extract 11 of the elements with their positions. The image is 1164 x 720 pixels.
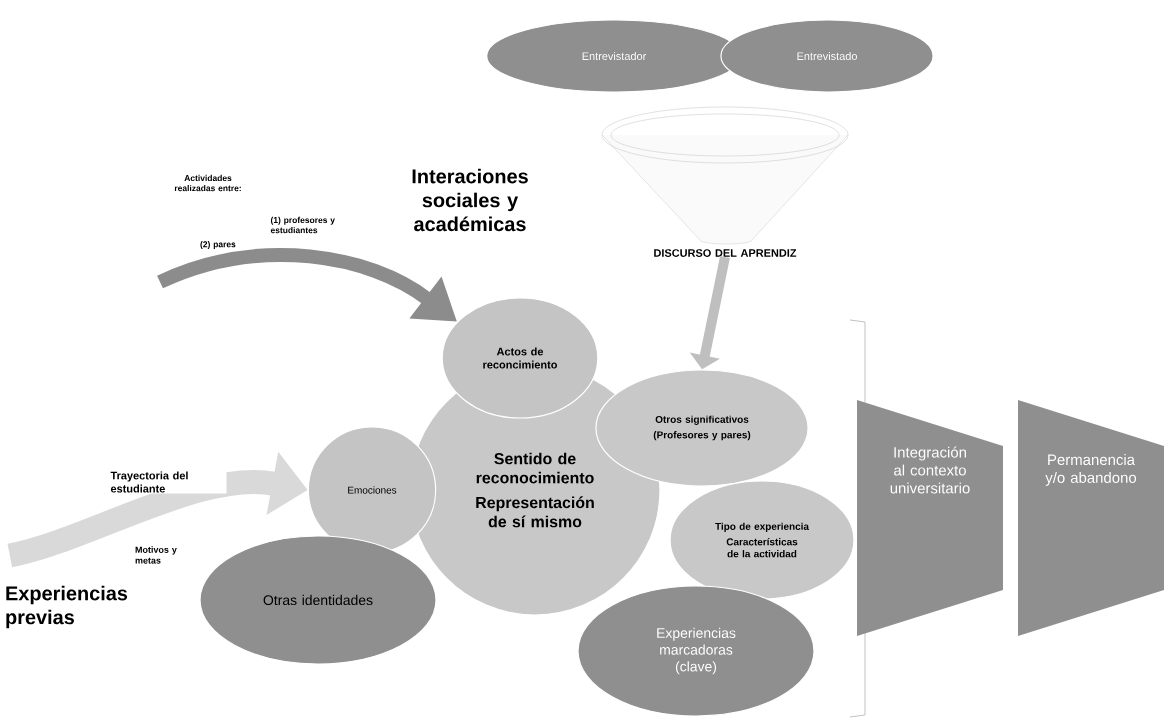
label: (2) pares [200, 241, 236, 249]
heading: Experiencias previas [6, 585, 128, 629]
heading: Interaciones sociales y académicas [412, 168, 528, 232]
trapezoid: Permanencia y/o abandono [1018, 400, 1164, 636]
trapezoid: Integración al contexto universitario [857, 400, 1003, 636]
label: (1) profesores y estudiantes [270, 216, 335, 234]
node-label: DISCURSO DEL APRENDIZ [654, 249, 797, 257]
label: Motivos y metas [135, 546, 177, 564]
edge-label: Trayectoria del estudiante [109, 470, 227, 494]
funnel-drawing: DISCURSO DEL APRENDIZ [601, 106, 849, 257]
label: Actividades realizadas entre: [174, 174, 241, 192]
